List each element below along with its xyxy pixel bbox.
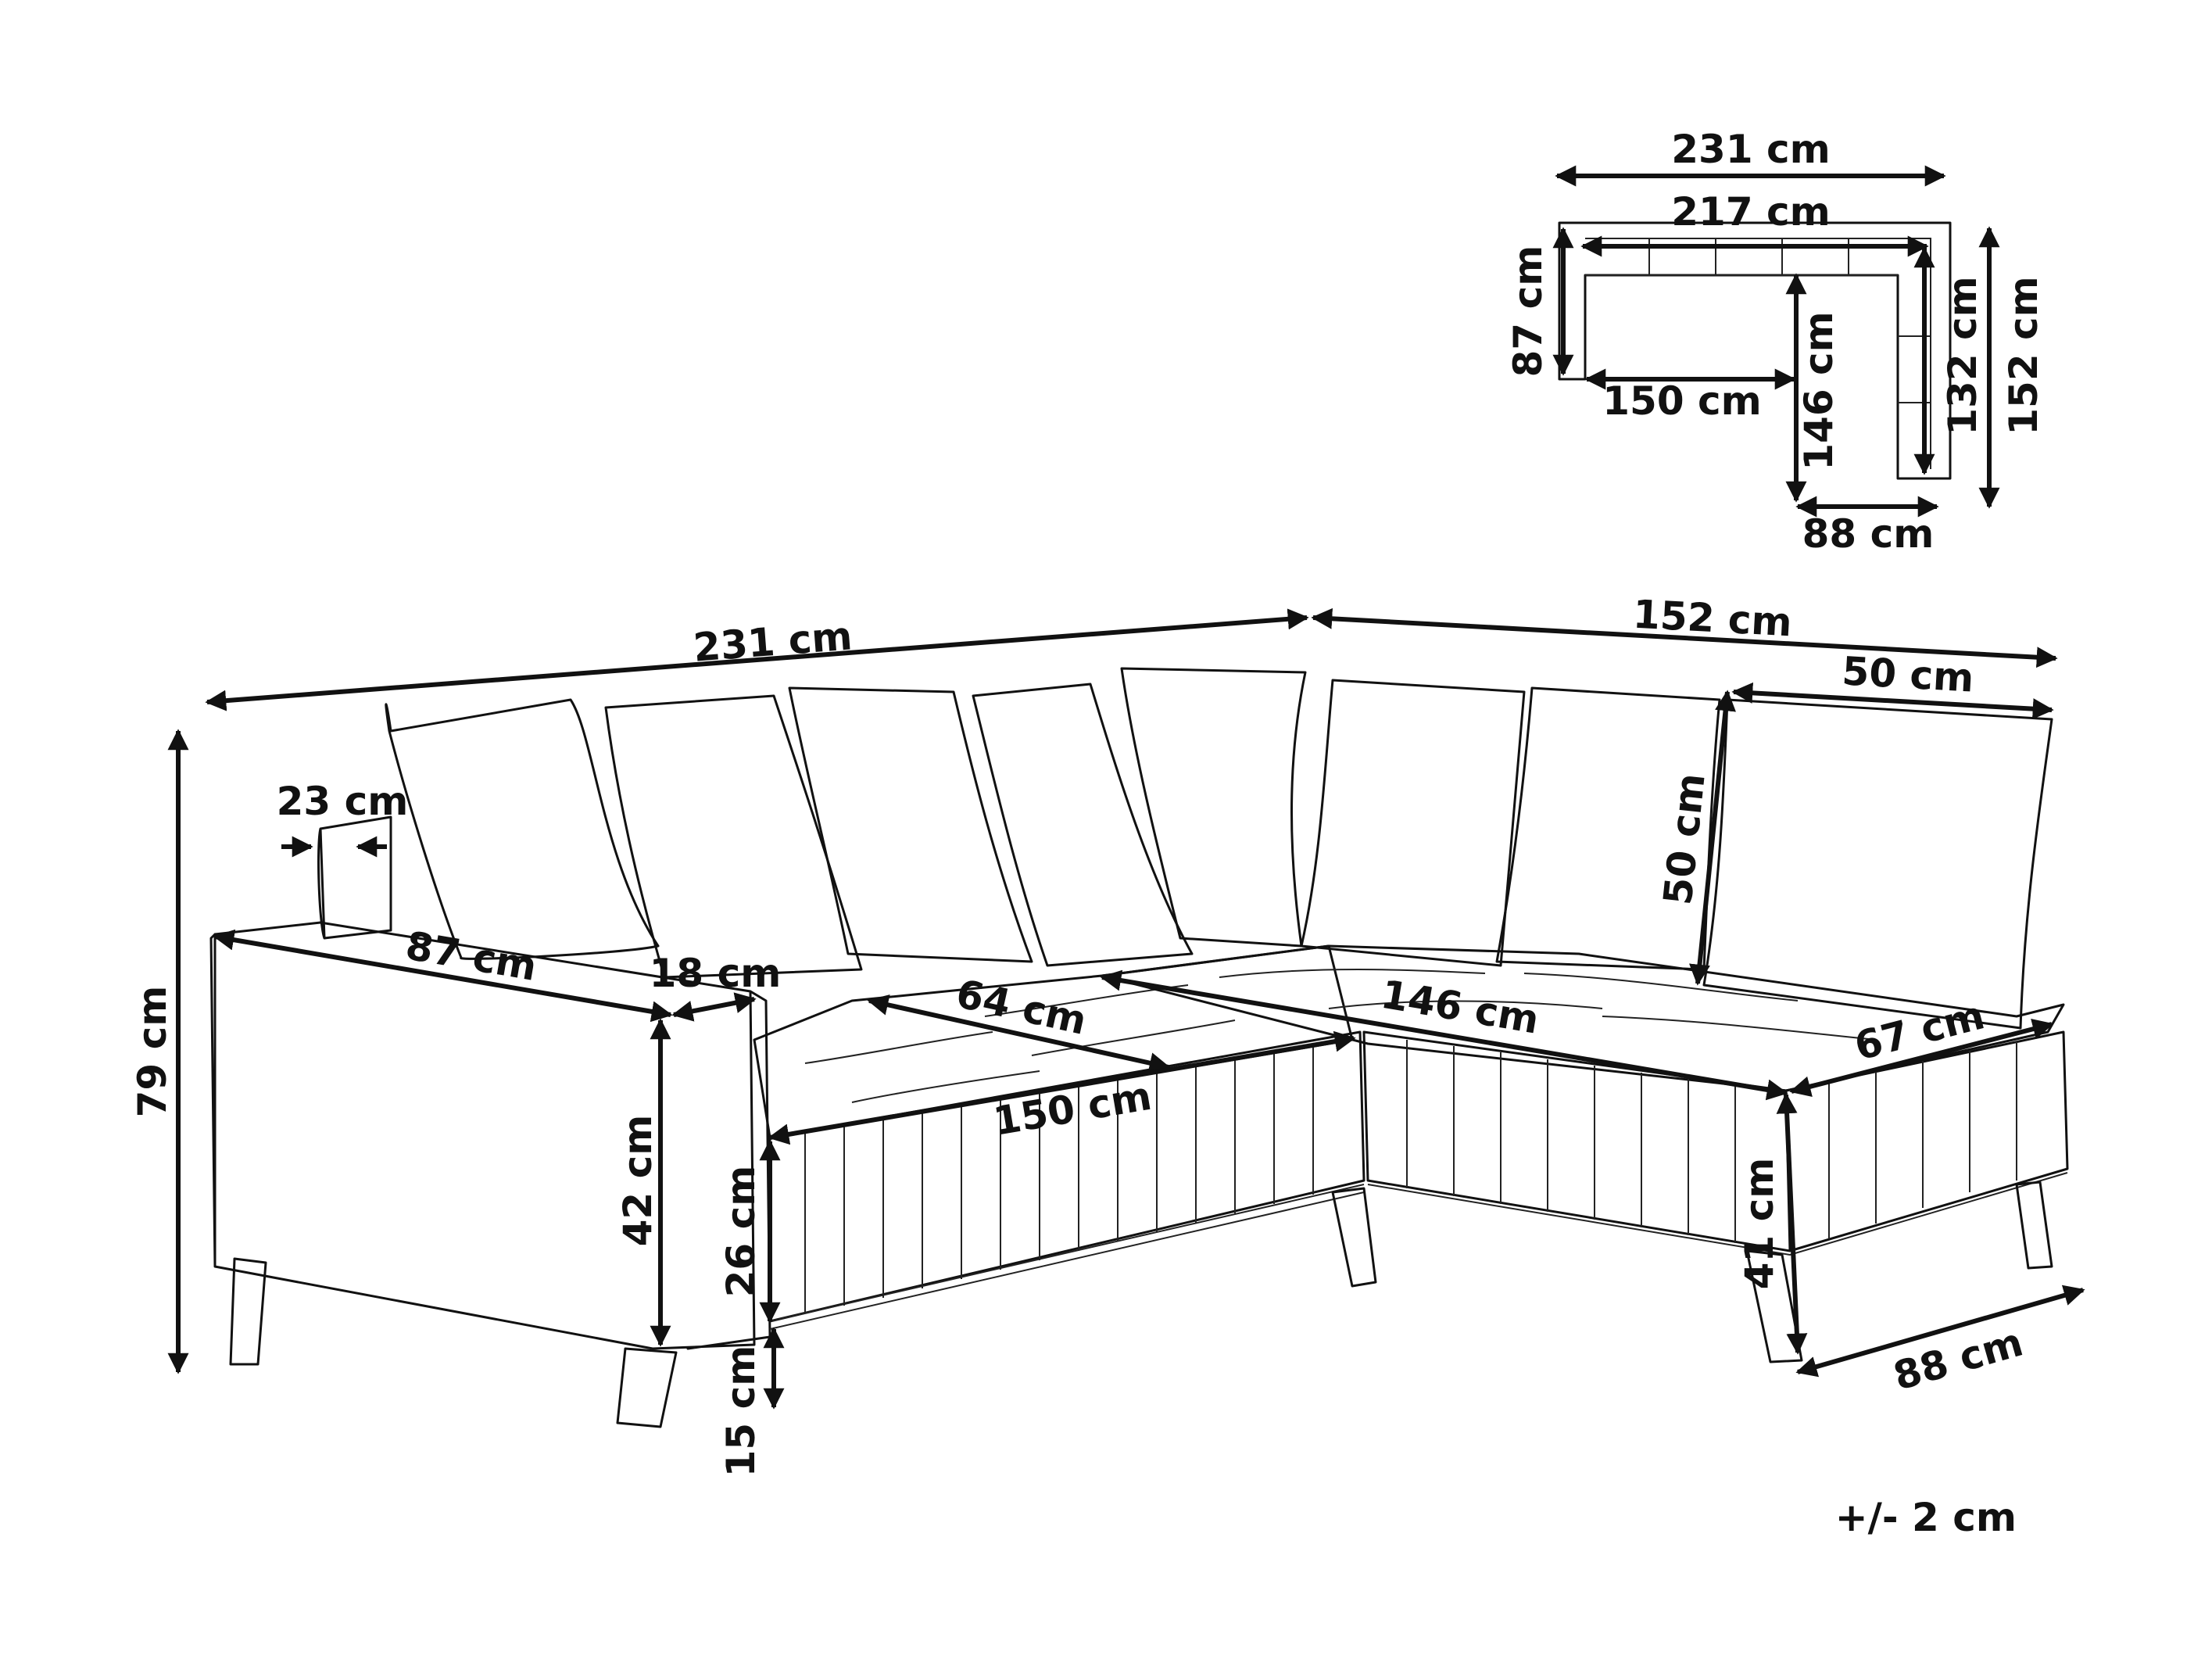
plan-88-label: 88 cm (1802, 511, 1935, 557)
pillow-5 (1120, 667, 1307, 948)
left-back-arm (317, 815, 392, 940)
persp-42-label: 42 cm (615, 1115, 660, 1247)
front-skirt-chaise (1362, 1030, 2069, 1252)
leg-chaise-right (2015, 1181, 2053, 1270)
persp-88-label: 88 cm (1888, 1320, 2028, 1399)
plan-217-label: 217 cm (1671, 189, 1831, 235)
persp-18-line (671, 992, 757, 1022)
leg-chaise-back (1331, 1187, 1377, 1288)
persp-88-line (1795, 1285, 2085, 1378)
pillow-6 (1300, 679, 1526, 967)
pillow-3 (788, 686, 1033, 963)
seat-quilting-chaise (1219, 969, 1877, 1041)
pillow-2 (604, 694, 863, 979)
persp-50h-line (1689, 690, 1736, 986)
persp-23-label: 23 cm (277, 779, 409, 824)
sofa-perspective: 231 cm 152 cm 50 cm 50 cm 23 cm 87 cm 18… (130, 592, 2085, 1478)
persp-231-label: 231 cm (692, 613, 854, 670)
plan-outline (1558, 221, 1952, 480)
leg-front-mid (616, 1347, 678, 1428)
persp-50h-label: 50 cm (1655, 771, 1713, 907)
persp-146-line (1100, 969, 1788, 1101)
leg-front-left (229, 1257, 267, 1366)
persp-87-line (213, 929, 673, 1023)
plan-150-label: 150 cm (1602, 378, 1762, 424)
persp-146-label: 146 cm (1378, 972, 1542, 1043)
plan-132-label: 132 cm (1940, 276, 1985, 435)
plan-146-label: 146 cm (1796, 311, 1842, 471)
persp-15-label: 15 cm (718, 1345, 764, 1478)
skirt-pleats-chaise (1406, 1040, 2017, 1243)
persp-79-label: 79 cm (130, 986, 175, 1118)
persp-67-line (1789, 1019, 2054, 1097)
plan-inner-outline (1585, 238, 1931, 469)
persp-152-label: 152 cm (1632, 592, 1793, 646)
plan-87-label: 87 cm (1505, 245, 1551, 378)
persp-152-line (1311, 607, 2058, 668)
persp-26-label: 26 cm (718, 1166, 764, 1298)
pillow-4 (972, 683, 1194, 967)
persp-18-label: 18 cm (650, 951, 782, 996)
plan-cushion-dividers (1648, 238, 1931, 403)
persp-41-label: 41 cm (1737, 1158, 1782, 1290)
persp-50w-label: 50 cm (1841, 648, 1975, 701)
pillow-1 (385, 698, 660, 960)
base-rail (769, 1172, 2068, 1330)
plan-view: 231 cm 217 cm 87 cm 150 cm 146 cm 132 cm… (1505, 127, 2046, 557)
plan-231-label: 231 cm (1671, 127, 1831, 172)
tolerance-note: +/- 2 cm (1835, 1495, 2017, 1540)
plan-152-label: 152 cm (2001, 276, 2046, 435)
persp-50w-line (1731, 682, 2054, 720)
persp-231-line (205, 608, 1309, 711)
